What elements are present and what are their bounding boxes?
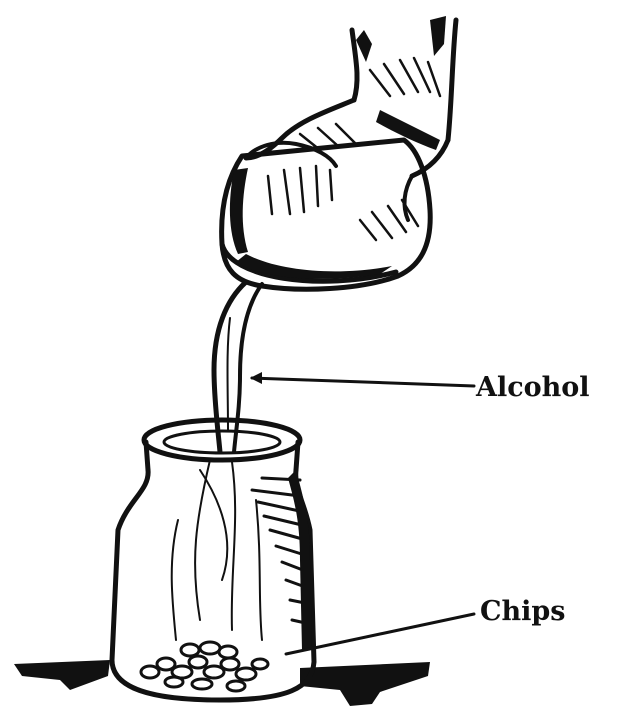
alcohol-leader [250, 372, 474, 386]
alcohol-stream [214, 282, 262, 452]
cup [222, 140, 431, 289]
jar [112, 420, 314, 700]
chips-label: Chips [480, 596, 565, 627]
chips-pile [141, 642, 268, 691]
hand [246, 16, 456, 220]
alcohol-label: Alcohol [475, 372, 590, 403]
